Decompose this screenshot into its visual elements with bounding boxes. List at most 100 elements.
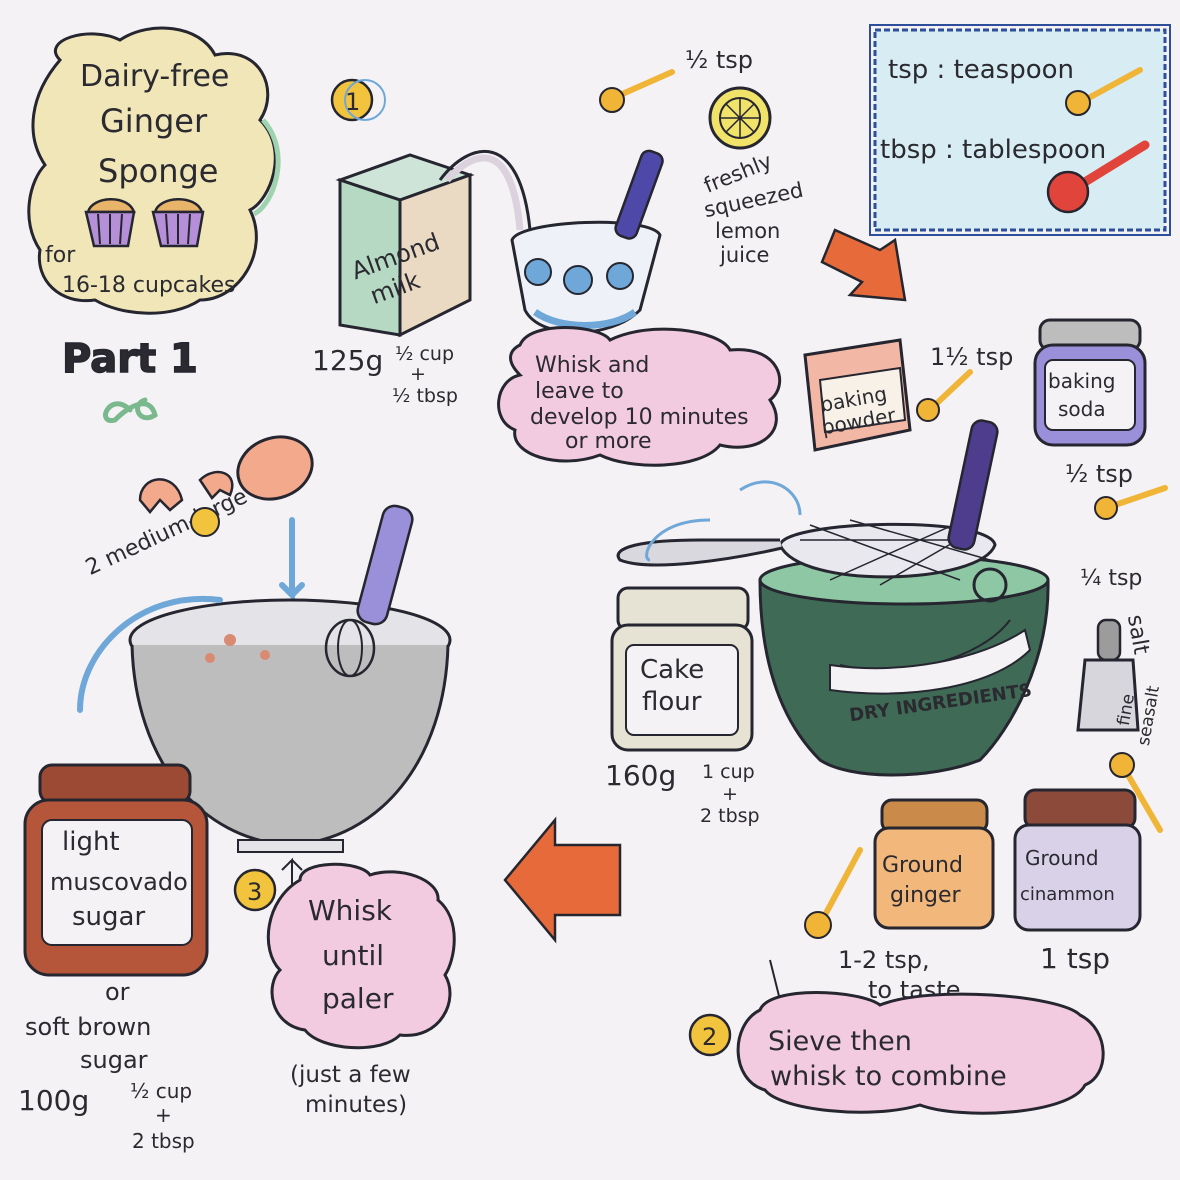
teaspoon-icon [599, 69, 675, 113]
sugar-label-2: muscovado [50, 868, 188, 896]
ginger-label-1: Ground [882, 853, 963, 878]
sugar-alt-3: sugar [80, 1046, 148, 1074]
baking-soda-jar: baking soda [1033, 318, 1147, 447]
ginger-amount-1: 1-2 tsp, [838, 946, 930, 974]
baking-powder-amount: 1½ tsp [930, 343, 1013, 371]
sugar-alt-2: soft brown [25, 1013, 151, 1041]
baking-soda-label-2: soda [1058, 397, 1106, 421]
serves-count: 16-18 cupcakes [62, 273, 235, 298]
flour-amount: 160g [605, 759, 676, 792]
mixing-bowl-small [510, 149, 664, 334]
cupcake-icon [151, 198, 205, 248]
cinnamon-label-1: Ground [1025, 846, 1099, 870]
part-label: Part 1 [62, 336, 198, 382]
arrow-up-icon [281, 857, 303, 895]
flour-measure-1: 1 cup [702, 761, 755, 783]
serves-for: for [45, 243, 76, 268]
cake-flour-jar: Cake flour [610, 586, 754, 752]
step1-instruction-3: develop 10 minutes [530, 405, 749, 430]
almond-milk-carton: Almond milk [335, 150, 532, 338]
whisk-icon [324, 504, 414, 678]
milk-measure-3: ½ tbsp [392, 385, 458, 407]
salt-shaker [1076, 618, 1140, 732]
flour-measure-2: + [722, 783, 738, 805]
title-line-2: Ginger [100, 102, 208, 140]
instruction-cloud [497, 326, 781, 467]
cupcake-icon [84, 198, 136, 248]
step-1: 1 Almond milk 125g ½ cup + ½ tbsp [312, 46, 805, 467]
step-badge [233, 868, 277, 912]
lemon-label-3: lemon [715, 219, 780, 243]
step3-note-2: minutes) [305, 1092, 407, 1118]
teaspoon-icon [1065, 67, 1143, 116]
sugar-measure-3: 2 tbsp [132, 1129, 195, 1153]
sugar-measure-2: + [155, 1103, 172, 1127]
milk-measure-1: ½ cup [395, 343, 454, 365]
step-number: 2 [702, 1023, 717, 1051]
sugar-label-3: sugar [72, 902, 145, 932]
title-line-1: Dairy-free [80, 59, 229, 94]
instruction-cloud [736, 991, 1105, 1115]
arrow-down-icon [820, 228, 907, 302]
sugar-label-1: light [62, 827, 120, 857]
ground-ginger-jar: Ground ginger [873, 798, 995, 930]
step3-instruction-2: until [322, 939, 384, 972]
ginger-label-2: ginger [890, 883, 962, 908]
step-badge [330, 78, 374, 122]
lemon-amount: ½ tsp [685, 46, 753, 74]
step3-note-1: (just a few [290, 1062, 411, 1088]
sugar-amount: 100g [18, 1084, 89, 1117]
title-cloud: Dairy-free Ginger Sponge for 16-18 cupca… [27, 26, 281, 315]
ground-cinnamon-jar: Ground cinammon [1013, 788, 1142, 932]
lemon-label-4: juice [719, 243, 769, 267]
flour-label-1: Cake [640, 655, 704, 685]
step2-instruction-1: Sieve then [768, 1026, 912, 1057]
milk-measure-2: + [410, 363, 426, 385]
step-3: 2 medium-large eggs light [18, 435, 456, 1153]
arrow-left-icon [503, 816, 622, 944]
baking-soda-label-1: baking [1048, 369, 1115, 393]
step1-instruction-1: Whisk and [535, 353, 649, 378]
step1-instruction-2: leave to [535, 379, 624, 404]
baking-soda-amount: ½ tsp [1065, 460, 1133, 488]
sugar-alt-1: or [105, 978, 130, 1006]
salt-label: salt [1122, 613, 1154, 657]
flour-label-2: flour [642, 687, 702, 717]
arrow-up-icon [769, 959, 781, 1001]
teaspoon-icon [1094, 485, 1168, 520]
step-number: 3 [247, 878, 262, 906]
flour-measure-3: 2 tbsp [700, 805, 760, 827]
tablespoon-icon [1046, 140, 1150, 214]
step3-instruction-3: paler [322, 982, 394, 1015]
lemon-icon [708, 86, 772, 150]
step-number: 1 [345, 88, 360, 116]
units-legend: tsp : teaspoon tbsp : tablespoon [869, 24, 1171, 236]
legend-tbsp: tbsp : tablespoon [880, 135, 1106, 165]
baking-powder-box: baking powder [803, 338, 912, 452]
mixing-bowl-large [128, 598, 452, 853]
teaspoon-icon [1109, 752, 1163, 833]
legend-tsp: tsp : teaspoon [888, 55, 1074, 85]
step1-instruction-4: or more [565, 429, 652, 454]
arrow-icon [77, 595, 223, 713]
sieve-icon [616, 419, 1008, 603]
sugar-jar: light muscovado sugar [23, 763, 209, 977]
sugar-measure-1: ½ cup [130, 1079, 192, 1103]
teaspoon-icon [804, 847, 863, 939]
part-heading: Part 1 [61, 335, 199, 423]
milk-amount: 125g [312, 344, 383, 377]
arrow-down-icon [279, 517, 305, 603]
cinnamon-label-2: cinammon [1020, 884, 1115, 905]
salt-amount: ¼ tsp [1080, 566, 1142, 591]
step3-instruction-1: Whisk [308, 894, 393, 927]
step-badge [688, 1013, 732, 1057]
teaspoon-icon [916, 369, 973, 422]
cinnamon-amount: 1 tsp [1040, 942, 1110, 975]
title-line-3: Sponge [98, 152, 218, 190]
step-2: baking powder 1½ tsp baking soda ½ tsp [605, 318, 1168, 1115]
arrow-icon [739, 480, 802, 516]
salt-jar-label-2: seasalt [1134, 684, 1164, 747]
step2-instruction-2: whisk to combine [770, 1061, 1007, 1092]
instruction-cloud [266, 862, 456, 1050]
